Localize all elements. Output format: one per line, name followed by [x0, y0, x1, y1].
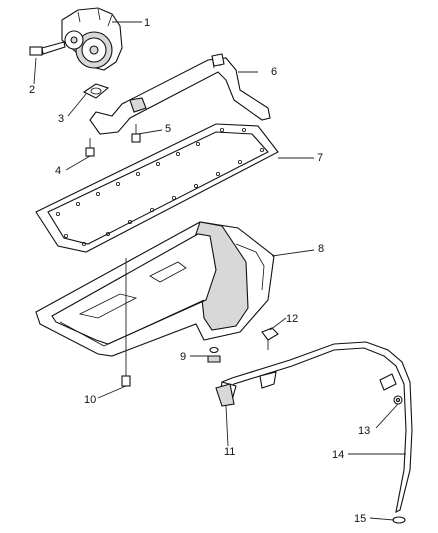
tube-bolt [261, 327, 279, 350]
pump-bolt [29, 41, 66, 56]
callout-9: 9 [180, 351, 186, 363]
callout-12: 12 [286, 313, 298, 325]
callout-8: 8 [318, 243, 324, 255]
tube-clip [393, 395, 403, 405]
callout-2: 2 [29, 84, 35, 96]
callout-3: 3 [58, 113, 64, 125]
oil-pan [35, 221, 275, 357]
pickup-bolt-4 [85, 138, 95, 157]
callout-4: 4 [55, 165, 61, 177]
callout-1: 1 [144, 17, 150, 29]
callout-14: 14 [332, 449, 344, 461]
pickup-bolt-5 [131, 124, 141, 143]
oil-pickup-tube [89, 53, 271, 135]
callout-6: 6 [271, 66, 277, 78]
o-ring [392, 516, 406, 524]
callout-5: 5 [165, 123, 171, 135]
dipstick-handle [215, 383, 235, 407]
oil-pump [61, 7, 123, 71]
callout-15: 15 [354, 513, 366, 525]
callout-11: 11 [224, 446, 235, 458]
oil-pan-gasket [35, 123, 279, 253]
callout-7: 7 [317, 152, 323, 164]
callouts: 1 2 3 4 5 6 7 8 9 10 11 12 13 14 15 [29, 17, 370, 525]
pickup-gasket [82, 83, 110, 99]
leader-lines [33, 21, 406, 521]
callout-10: 10 [84, 394, 96, 406]
drain-plug [207, 346, 221, 363]
callout-13: 13 [358, 425, 370, 437]
dipstick-tube [219, 341, 413, 513]
